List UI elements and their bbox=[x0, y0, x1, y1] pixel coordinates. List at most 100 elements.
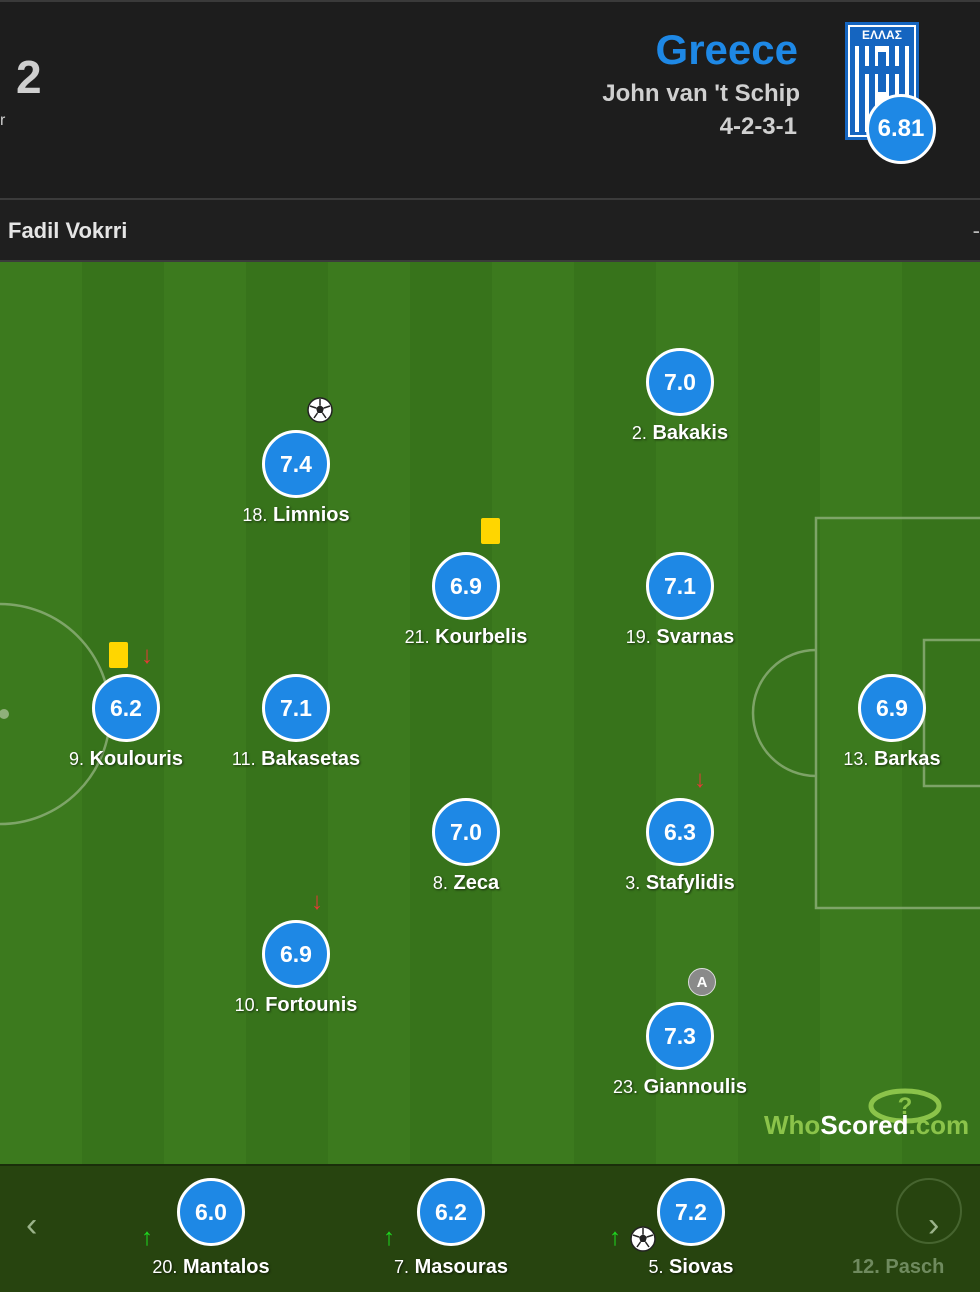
subs-prev-button[interactable]: ‹ bbox=[26, 1206, 38, 1244]
player-number: 13. bbox=[843, 749, 869, 769]
player-name[interactable]: 20. Mantalos bbox=[111, 1256, 311, 1279]
player-name[interactable]: 9. Koulouris bbox=[26, 748, 226, 771]
sub-player-card[interactable]: 7.2 5. Siovas bbox=[591, 1178, 791, 1288]
player-name[interactable]: 5. Siovas bbox=[591, 1256, 791, 1279]
player-rating[interactable]: 6.2 bbox=[417, 1178, 485, 1246]
player-name-text: Fortounis bbox=[265, 994, 358, 1016]
player-rating[interactable]: 7.1 bbox=[646, 552, 714, 620]
sub-player-card[interactable]: 6.0 20. Mantalos bbox=[111, 1178, 311, 1288]
player-name[interactable]: 10. Fortounis bbox=[196, 994, 396, 1017]
sub-player-card[interactable]: 6.2 7. Masouras bbox=[351, 1178, 551, 1288]
player-number: 8. bbox=[432, 873, 448, 893]
team-header: 2 r Greece John van 't Schip 4-2-3-1 ΕΛΛ… bbox=[0, 0, 980, 198]
soccer-ball-icon bbox=[630, 1226, 656, 1252]
arrow-up-icon: ↑ bbox=[609, 1224, 621, 1251]
player-name[interactable]: 7. Masouras bbox=[351, 1256, 551, 1279]
player-card[interactable]: 7.0 2. Bakakis bbox=[580, 348, 780, 448]
player-name-text: Zeca bbox=[453, 872, 500, 894]
arrow-down-icon: ↓ bbox=[694, 766, 706, 793]
subs-next-button[interactable]: › bbox=[928, 1206, 940, 1244]
pitch bbox=[0, 262, 980, 1164]
player-name[interactable]: 21. Kourbelis bbox=[366, 626, 566, 649]
player-number: 21. bbox=[404, 627, 430, 647]
player-number: 18. bbox=[242, 505, 268, 525]
player-rating[interactable]: 6.9 bbox=[432, 552, 500, 620]
player-card[interactable]: 6.9 13. Barkas bbox=[792, 674, 980, 774]
sub-player-partial-name[interactable]: 12. Pasch bbox=[852, 1256, 945, 1278]
opponent-sub-label: r bbox=[0, 112, 6, 129]
player-rating[interactable]: 6.3 bbox=[646, 798, 714, 866]
player-name-text: Bakasetas bbox=[261, 748, 361, 770]
player-rating[interactable]: 7.3 bbox=[646, 1002, 714, 1070]
player-name-text: Siovas bbox=[669, 1256, 734, 1278]
referee-name: Fadil Vokrri bbox=[8, 218, 128, 243]
player-card[interactable]: 7.4 18. Limnios bbox=[196, 430, 396, 530]
player-card[interactable]: 7.1 19. Svarnas bbox=[580, 552, 780, 652]
player-rating[interactable]: 6.0 bbox=[177, 1178, 245, 1246]
player-number: 7. bbox=[394, 1257, 410, 1277]
player-number: 23. bbox=[613, 1077, 639, 1097]
player-rating[interactable]: 7.1 bbox=[262, 674, 330, 742]
whoscored-logo-icon: ? bbox=[868, 1088, 942, 1124]
player-name[interactable]: 13. Barkas bbox=[792, 748, 980, 771]
soccer-ball-icon bbox=[307, 397, 333, 423]
opponent-score: 2 bbox=[16, 51, 42, 103]
player-card[interactable]: 6.9 21. Kourbelis bbox=[366, 552, 566, 652]
player-name-text: Koulouris bbox=[89, 748, 183, 770]
player-number: 20. bbox=[152, 1257, 178, 1277]
arrow-up-icon: ↑ bbox=[383, 1224, 395, 1251]
player-card[interactable]: 6.3 3. Stafylidis bbox=[580, 798, 780, 898]
player-number: 19. bbox=[625, 627, 651, 647]
player-number: 5. bbox=[648, 1257, 664, 1277]
player-name-text: Limnios bbox=[272, 504, 350, 526]
svg-text:?: ? bbox=[898, 1093, 913, 1120]
player-name[interactable]: 23. Giannoulis bbox=[580, 1076, 780, 1099]
player-number: 9. bbox=[69, 749, 85, 769]
player-name[interactable]: 8. Zeca bbox=[366, 872, 566, 895]
player-number: 2. bbox=[631, 423, 647, 443]
sub-player-partial-rating[interactable] bbox=[896, 1178, 962, 1244]
yellow-card-icon bbox=[109, 642, 128, 668]
player-card[interactable]: 7.1 11. Bakasetas bbox=[196, 674, 396, 774]
team-crest-icon: ΕΛΛΑΣ bbox=[845, 22, 919, 140]
manager-name: John van 't Schip bbox=[602, 80, 800, 107]
player-number: 11. bbox=[231, 749, 256, 769]
player-rating[interactable]: 7.0 bbox=[432, 798, 500, 866]
player-name[interactable]: 3. Stafylidis bbox=[580, 872, 780, 895]
player-name[interactable]: 18. Limnios bbox=[196, 504, 396, 527]
yellow-card-icon bbox=[481, 518, 500, 544]
player-card[interactable]: 6.9 10. Fortounis bbox=[196, 920, 396, 1020]
player-rating[interactable]: 7.4 bbox=[262, 430, 330, 498]
player-name-text: Kourbelis bbox=[435, 626, 528, 648]
player-rating[interactable]: 7.0 bbox=[646, 348, 714, 416]
substitutes-bar: ‹ 6.0 20. Mantalos ↑ 6.2 7. Masouras ↑ 7… bbox=[0, 1164, 980, 1292]
formation: 4-2-3-1 bbox=[719, 113, 797, 140]
player-name[interactable]: 2. Bakakis bbox=[580, 422, 780, 445]
svg-text:ΕΛΛΑΣ: ΕΛΛΑΣ bbox=[862, 28, 902, 42]
player-card[interactable]: 7.3 23. Giannoulis bbox=[580, 1002, 780, 1102]
referee-bar: Fadil Vokrri - bbox=[0, 198, 980, 262]
player-number: 3. bbox=[625, 873, 641, 893]
player-name-text: Bakakis bbox=[652, 422, 729, 444]
player-name-text: Svarnas bbox=[656, 626, 735, 648]
player-name-text: Barkas bbox=[873, 748, 941, 770]
player-rating[interactable]: 7.2 bbox=[657, 1178, 725, 1246]
player-card[interactable]: 6.2 9. Koulouris bbox=[26, 674, 226, 774]
arrow-up-icon: ↑ bbox=[141, 1224, 153, 1251]
arrow-down-icon: ↓ bbox=[311, 888, 323, 915]
captain-badge: A bbox=[688, 968, 716, 996]
player-number: 10. bbox=[234, 995, 260, 1015]
player-name-text: Stafylidis bbox=[645, 872, 735, 894]
whoscored-watermark: WhoScored.com bbox=[764, 1110, 970, 1140]
player-name-text: Masouras bbox=[414, 1256, 508, 1278]
team-rating-badge: 6.81 bbox=[866, 94, 936, 164]
player-name[interactable]: 11. Bakasetas bbox=[196, 748, 396, 771]
team-name[interactable]: Greece bbox=[655, 26, 798, 73]
player-rating[interactable]: 6.9 bbox=[858, 674, 926, 742]
player-card[interactable]: 7.0 8. Zeca bbox=[366, 798, 566, 898]
player-name[interactable]: 19. Svarnas bbox=[580, 626, 780, 649]
player-rating[interactable]: 6.9 bbox=[262, 920, 330, 988]
player-name-text: Mantalos bbox=[182, 1256, 270, 1278]
player-rating[interactable]: 6.2 bbox=[92, 674, 160, 742]
referee-right-mark: - bbox=[972, 218, 980, 243]
